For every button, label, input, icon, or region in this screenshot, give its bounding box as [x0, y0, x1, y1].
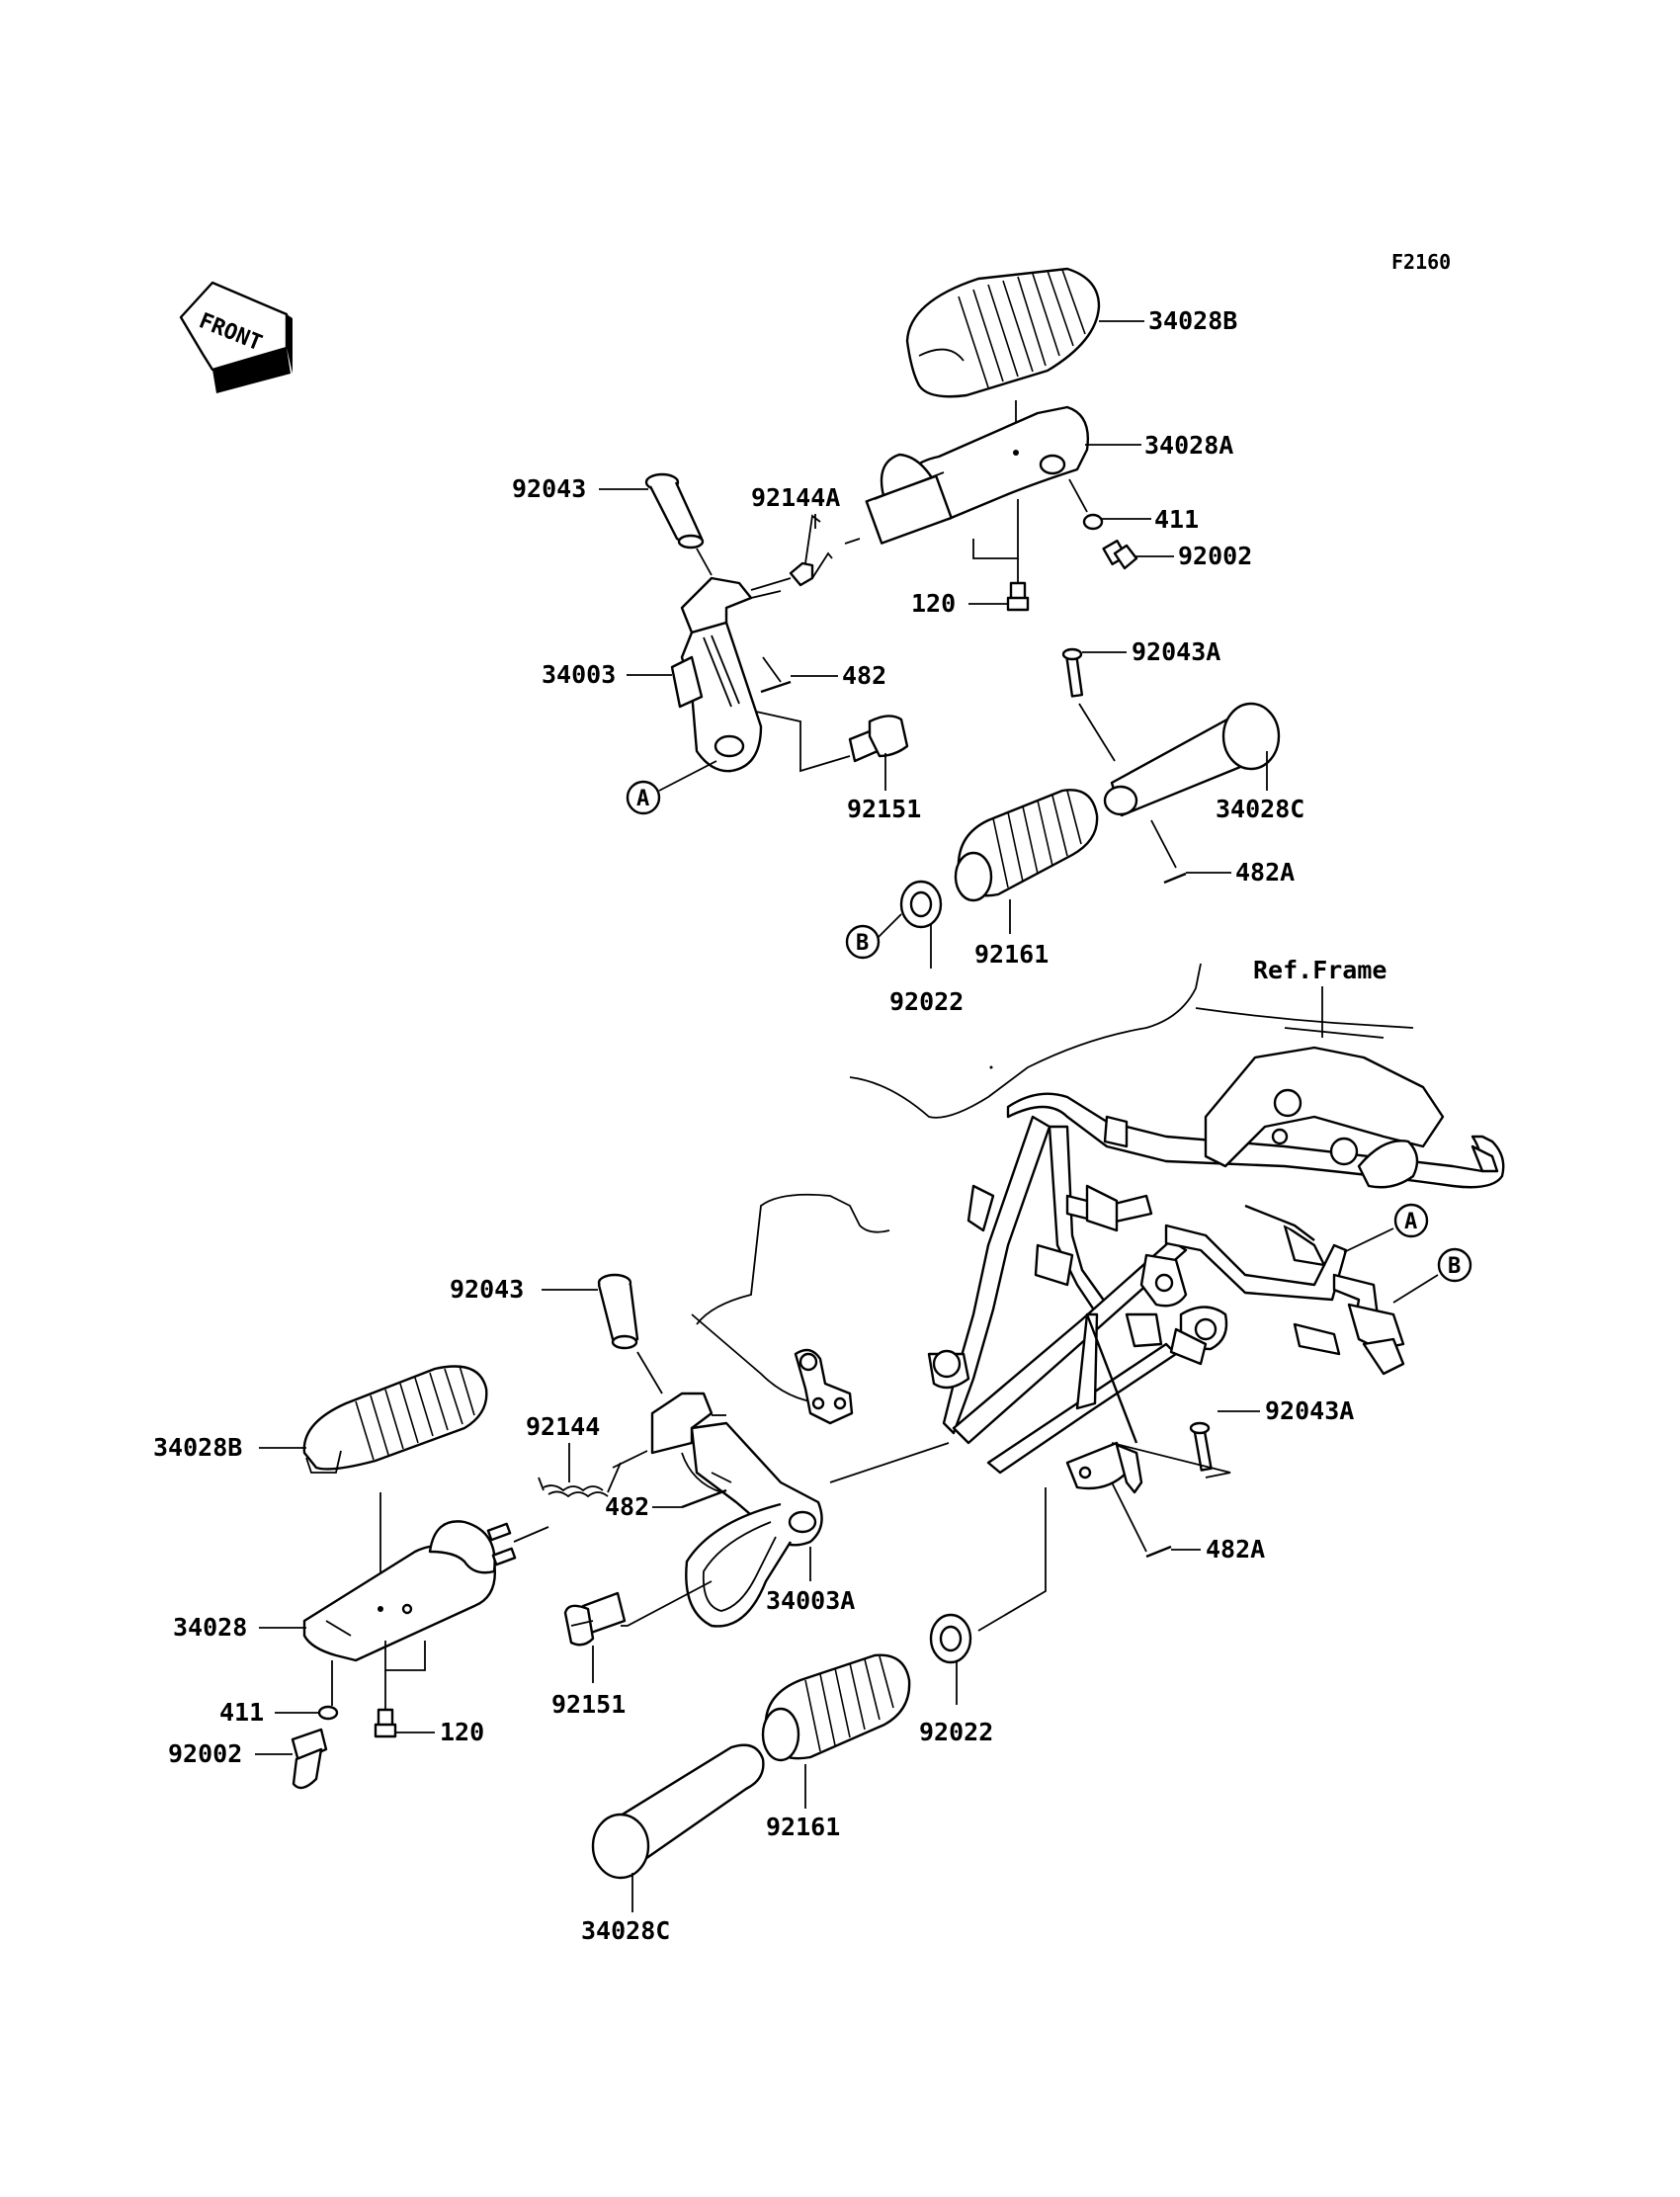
- label-34028C-upper: 34028C: [1216, 795, 1304, 823]
- label-92043-upper: 92043: [512, 474, 586, 503]
- washer-92022-lower: [929, 1613, 972, 1664]
- label-92144: 92144: [526, 1412, 600, 1441]
- footpeg-body-upper: [865, 405, 1089, 545]
- bolt-92151-upper: [848, 715, 909, 763]
- screw-120-upper: [1006, 581, 1030, 612]
- callout-a-frame-text: A: [1404, 1210, 1417, 1234]
- label-92161-lower: 92161: [766, 1813, 840, 1841]
- bolt-92002-lower: [291, 1728, 328, 1790]
- label-34028B-upper: 34028B: [1148, 306, 1237, 335]
- spring-92144A: [789, 514, 833, 587]
- footpeg-rubber-upper: [905, 267, 1101, 398]
- bolt-92002-upper: [1102, 540, 1138, 570]
- label-92151-lower: 92151: [551, 1690, 626, 1719]
- label-120-lower: 120: [440, 1718, 484, 1746]
- pin-92043-lower: [597, 1273, 639, 1350]
- label-92022-lower: 92022: [919, 1718, 993, 1746]
- label-92022-upper: 92022: [889, 987, 964, 1016]
- callout-b-upper-text: B: [856, 931, 869, 956]
- label-92002-upper: 92002: [1178, 542, 1252, 570]
- footpeg-rubber-92161-lower: [761, 1653, 911, 1762]
- footpeg-bracket-34003: [670, 576, 763, 773]
- figure-code: F2160: [1391, 250, 1451, 274]
- screw-120-lower: [374, 1708, 397, 1738]
- label-120-upper: 120: [911, 589, 956, 618]
- callout-b-frame: [1437, 1247, 1472, 1283]
- label-34028C-lower: 34028C: [581, 1916, 670, 1945]
- spring-92144: [538, 1462, 622, 1498]
- label-92161-upper: 92161: [974, 940, 1049, 969]
- footpeg-body-lower: [302, 1520, 517, 1662]
- label-411-lower: 411: [219, 1698, 264, 1727]
- split-pin-482-lower: [681, 1488, 727, 1509]
- footpeg-tube-34028C-lower: [591, 1743, 765, 1880]
- washer-411-lower: [317, 1705, 339, 1721]
- label-482A-lower: 482A: [1206, 1535, 1265, 1563]
- split-pin-482A-upper: [1163, 872, 1187, 885]
- label-482-lower: 482: [605, 1492, 649, 1521]
- footpeg-rubber-lower: [302, 1365, 488, 1474]
- split-pin-482-upper: [760, 680, 792, 694]
- pin-92043A-upper: [1061, 647, 1084, 698]
- bolt-92151-lower: [563, 1591, 627, 1647]
- label-34003: 34003: [542, 660, 616, 689]
- label-92144A: 92144A: [751, 483, 840, 512]
- callout-a-upper: [626, 780, 661, 815]
- label-ref-frame: Ref.Frame: [1253, 956, 1386, 984]
- label-34028A-upper: 34028A: [1144, 431, 1233, 460]
- label-482-upper: 482: [842, 661, 886, 690]
- label-34028-lower: 34028: [173, 1613, 247, 1642]
- callout-a-upper-text: A: [636, 787, 649, 811]
- split-pin-482A-lower: [1145, 1545, 1172, 1559]
- footpeg-rubber-92161-upper: [954, 789, 1099, 902]
- pin-92043A-lower: [1189, 1421, 1213, 1472]
- callout-b-upper: [845, 924, 881, 960]
- label-92043A-lower: 92043A: [1265, 1396, 1354, 1425]
- front-arrow-icon: FRONT: [179, 281, 293, 393]
- label-34003A: 34003A: [766, 1586, 855, 1615]
- label-34028B-lower: 34028B: [153, 1433, 242, 1462]
- callout-a-frame: [1393, 1203, 1429, 1238]
- callout-b-frame-text: B: [1448, 1254, 1461, 1279]
- footpeg-bracket-34003A: [650, 1392, 823, 1628]
- washer-411-upper: [1082, 513, 1104, 531]
- label-92043-lower: 92043: [450, 1275, 524, 1304]
- label-92043A-upper: 92043A: [1132, 637, 1220, 666]
- motorcycle-frame: [691, 963, 1505, 1494]
- label-482A-upper: 482A: [1235, 858, 1295, 887]
- label-92151-upper: 92151: [847, 795, 921, 823]
- label-92002-lower: 92002: [168, 1739, 242, 1768]
- washer-92022-upper: [899, 880, 943, 929]
- footpeg-tube-34028C-upper: [1103, 702, 1281, 817]
- label-411-upper: 411: [1154, 505, 1199, 534]
- pin-92043-upper: [644, 472, 705, 549]
